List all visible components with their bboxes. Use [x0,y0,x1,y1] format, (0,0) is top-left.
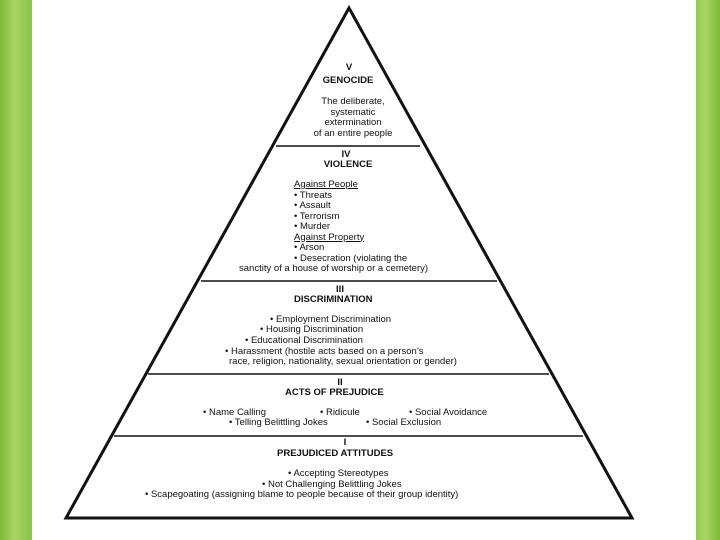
violence-item: • Murder [294,221,331,232]
discrimination-item: • Harassment (hostile acts based on a pe… [225,346,424,357]
level-iii-numeral: III [336,284,344,295]
discrimination-item: • Employment Discrimination [270,314,392,325]
violence-item: • Desecration (violating the [294,252,408,264]
level-ii-title: ACTS OF PREJUDICE [285,387,384,398]
level-v-line: The deliberate, [321,96,385,107]
violence-item: • Arson [294,242,325,253]
level-iii-title: DISCRIMINATION [294,294,373,305]
level-v-title: GENOCIDE [322,75,374,86]
level-v-desc: The deliberate, systematic extermination… [313,96,393,139]
discrimination-item: • Educational Discrimination [245,335,363,346]
violence-item: • Assault [294,200,331,211]
discrimination-item: race, religion, nationality, sexual orie… [229,356,457,367]
violence-item-continued: sanctity of a house of worship or a ceme… [239,263,429,274]
prejudice-act-item: • Name Calling [203,407,266,418]
discrimination-item: • Housing Discrimination [260,324,364,335]
level-v-numeral: V [345,62,353,73]
violence-item: • Terrorism [294,210,340,222]
level-iv-list: Against People • Threats • Assault • Ter… [294,179,408,264]
pyramid-outline [63,4,635,520]
against-property-heading: Against Property [294,231,365,243]
level-i-numeral: I [343,437,347,448]
prejudice-act-item: • Social Exclusion [366,417,442,428]
level-i-title: PREJUDICED ATTITUDES [277,448,394,459]
level-iv-title: VIOLENCE [323,159,373,170]
prejudice-act-item: • Telling Belittling Jokes [229,417,328,428]
level-ii-numeral: II [337,377,343,388]
prejudice-act-item: • Social Avoidance [409,407,488,418]
attitude-item: • Not Challenging Belittling Jokes [262,479,402,490]
level-v-line: of an entire people [313,127,393,139]
level-v-line: extermination [324,117,382,128]
level-iv-numeral: IV [341,149,351,160]
slide-background [32,0,696,540]
against-people-heading: Against People [294,179,358,190]
prejudice-act-item: • Ridicule [320,407,360,418]
attitude-item: • Accepting Stereotypes [288,468,389,479]
violence-item: • Threats [294,189,332,201]
attitude-item: • Scapegoating (assigning blame to peopl… [145,489,459,500]
level-v-line: systematic [330,106,376,118]
